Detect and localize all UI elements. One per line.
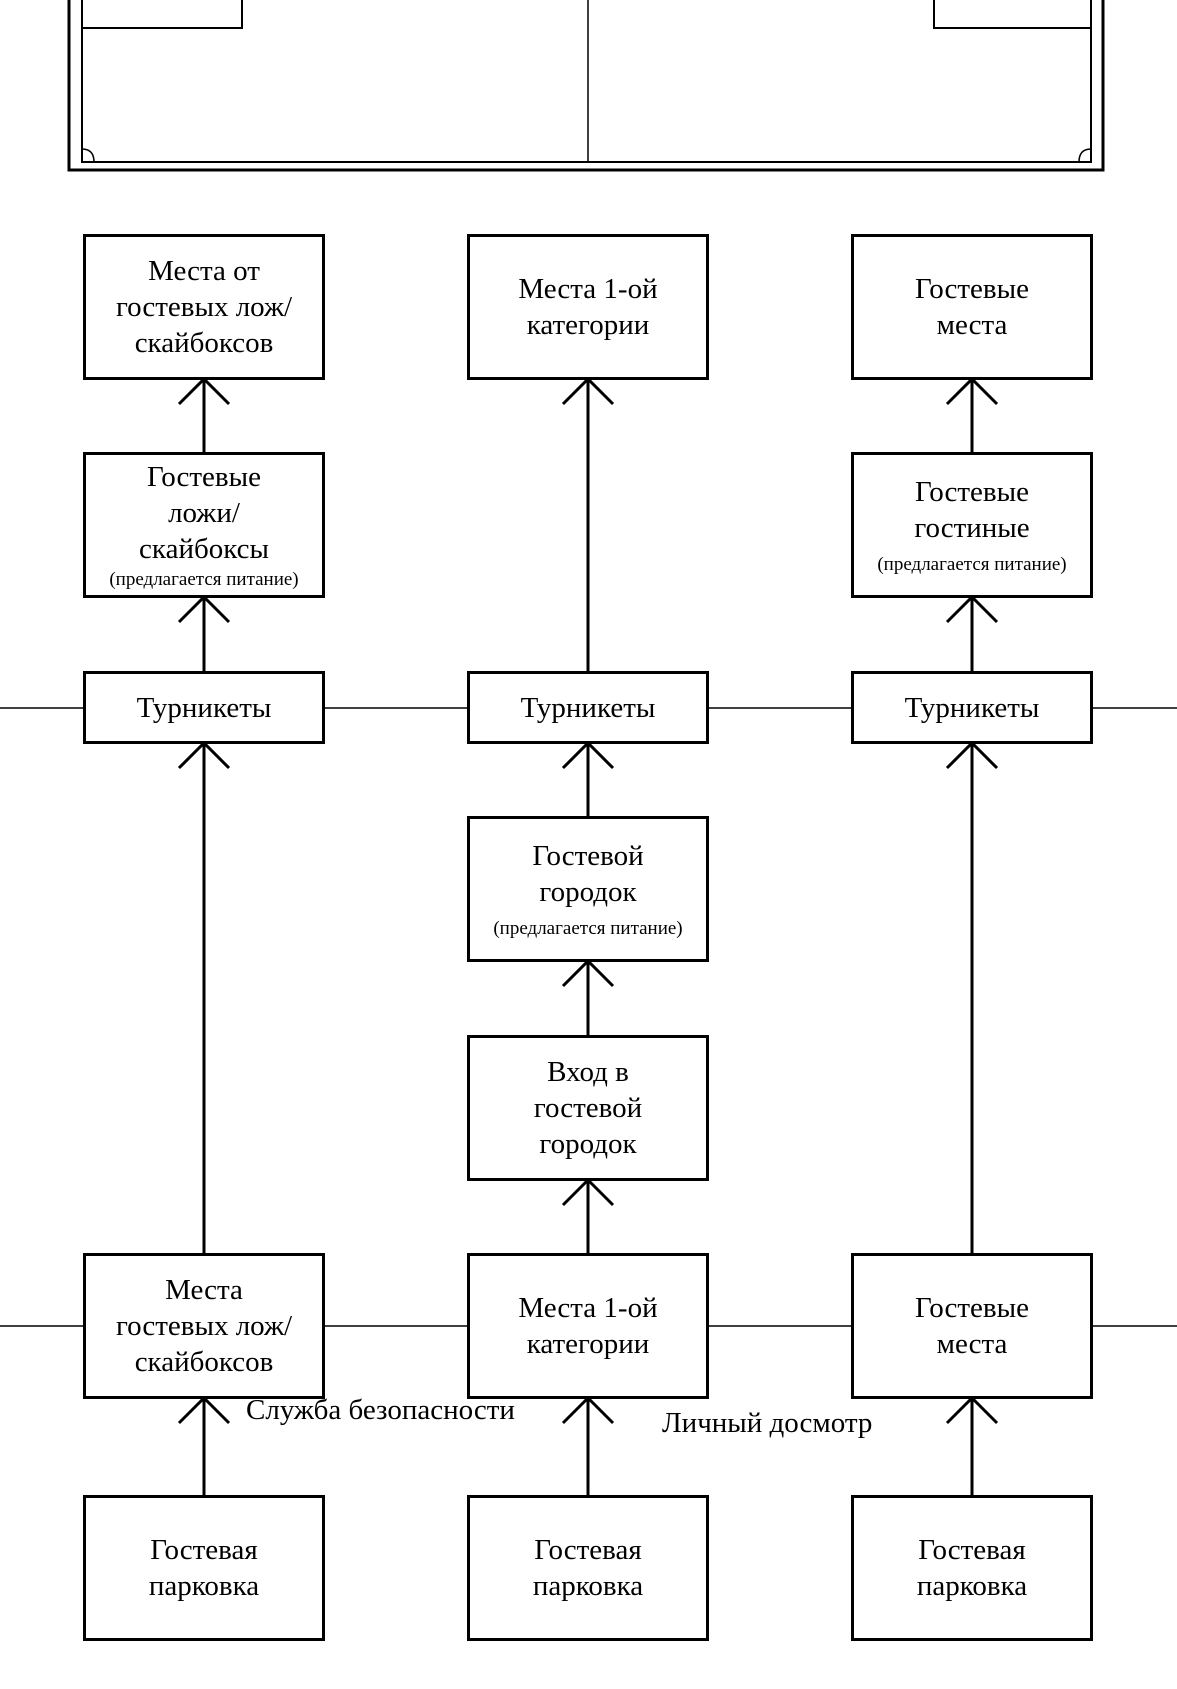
stadium-right-corner-box <box>933 0 1091 29</box>
stadium-right-arc <box>1078 148 1092 163</box>
stadium-inner-border <box>81 0 1092 163</box>
box-ground-guest-seats-label: Гостевые места <box>915 1292 1029 1360</box>
box-ground-category1-seats: Места 1-ой категории <box>467 1253 709 1399</box>
box-guest-skyboxes-label: Гостевые ложи/ скайбоксы <box>139 461 269 565</box>
stadium-left-arc <box>81 148 95 163</box>
box-parking-left: Гостевая парковка <box>83 1495 325 1641</box>
box-parking-right: Гостевая парковка <box>851 1495 1093 1641</box>
box-parking-center: Гостевая парковка <box>467 1495 709 1641</box>
box-ground-category1-seats-label: Места 1-ой категории <box>518 1292 658 1360</box>
personal-check-label: Личный досмотр <box>662 1407 873 1439</box>
box-parking-right-label: Гостевая парковка <box>916 1534 1028 1602</box>
security-service-label: Служба безопасности <box>246 1394 515 1426</box>
box-village-entry-label: Вход в гостевой городок <box>533 1056 643 1160</box>
box-guest-village: Гостевой городок (предлагается питание) <box>467 816 709 962</box>
stadium-outline <box>67 0 1105 172</box>
box-guest-lounges-label: Гостевые гостиные <box>914 476 1030 544</box>
stadium-outer-border <box>67 0 1105 172</box>
box-turnstiles-right-label: Турникеты <box>904 691 1040 724</box>
box-guest-lounges: Гостевые гостиные (предлагается питание) <box>851 452 1093 598</box>
box-parking-left-label: Гостевая парковка <box>148 1534 260 1602</box>
box-box-seats-label: Места от гостевых лож/ скайбоксов <box>115 255 293 359</box>
box-guest-seats-label: Гостевые места <box>915 273 1029 341</box>
box-guest-skyboxes-note: (предлагается питание) <box>109 569 299 590</box>
box-box-seats: Места от гостевых лож/ скайбоксов <box>83 234 325 380</box>
box-parking-center-label: Гостевая парковка <box>532 1534 644 1602</box>
box-turnstiles-center: Турникеты <box>467 671 709 744</box>
box-turnstiles-left: Турникеты <box>83 671 325 744</box>
box-category1-seats: Места 1-ой категории <box>467 234 709 380</box>
box-category1-seats-label: Места 1-ой категории <box>518 273 658 341</box>
box-guest-lounges-note: (предлагается питание) <box>877 554 1067 575</box>
stadium-left-corner-box <box>82 0 243 29</box>
box-village-entry: Вход в гостевой городок <box>467 1035 709 1181</box>
box-ground-skybox-seats: Места гостевых лож/ скайбоксов <box>83 1253 325 1399</box>
box-guest-skyboxes: Гостевые ложи/ скайбоксы (предлагается п… <box>83 452 325 598</box>
box-guest-seats: Гостевые места <box>851 234 1093 380</box>
box-turnstiles-center-label: Турникеты <box>520 691 656 724</box>
box-guest-village-note: (предлагается питание) <box>493 918 683 939</box>
box-ground-guest-seats: Гостевые места <box>851 1253 1093 1399</box>
box-turnstiles-left-label: Турникеты <box>136 691 272 724</box>
box-ground-skybox-seats-label: Места гостевых лож/ скайбоксов <box>115 1274 293 1378</box>
box-guest-village-label: Гостевой городок <box>532 840 644 908</box>
box-turnstiles-right: Турникеты <box>851 671 1093 744</box>
